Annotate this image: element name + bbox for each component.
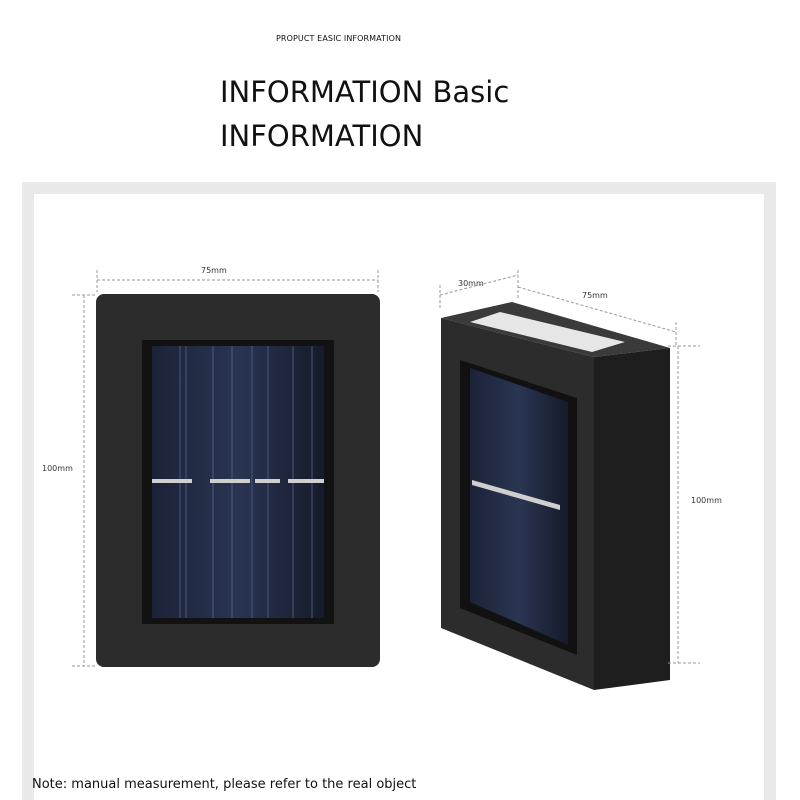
side-height-label: 100mm bbox=[691, 496, 722, 505]
measurement-note: Note: manual measurement, please refer t… bbox=[32, 777, 417, 792]
side-width-label: 75mm bbox=[582, 291, 608, 300]
page-subtitle: PROPUCT EASIC INFORMATION bbox=[276, 34, 402, 43]
solar-panel-side bbox=[470, 368, 568, 645]
front-height-label: 100mm bbox=[42, 464, 73, 473]
front-dimension-lines bbox=[72, 270, 379, 667]
front-view-light bbox=[96, 294, 380, 667]
side-depth-label: 30mm bbox=[458, 279, 484, 288]
side-dimension-lines bbox=[439, 270, 700, 664]
front-width-label: 75mm bbox=[201, 266, 227, 275]
page-title: INFORMATION Basic INFORMATION bbox=[220, 75, 510, 153]
side-view-light bbox=[441, 302, 670, 690]
